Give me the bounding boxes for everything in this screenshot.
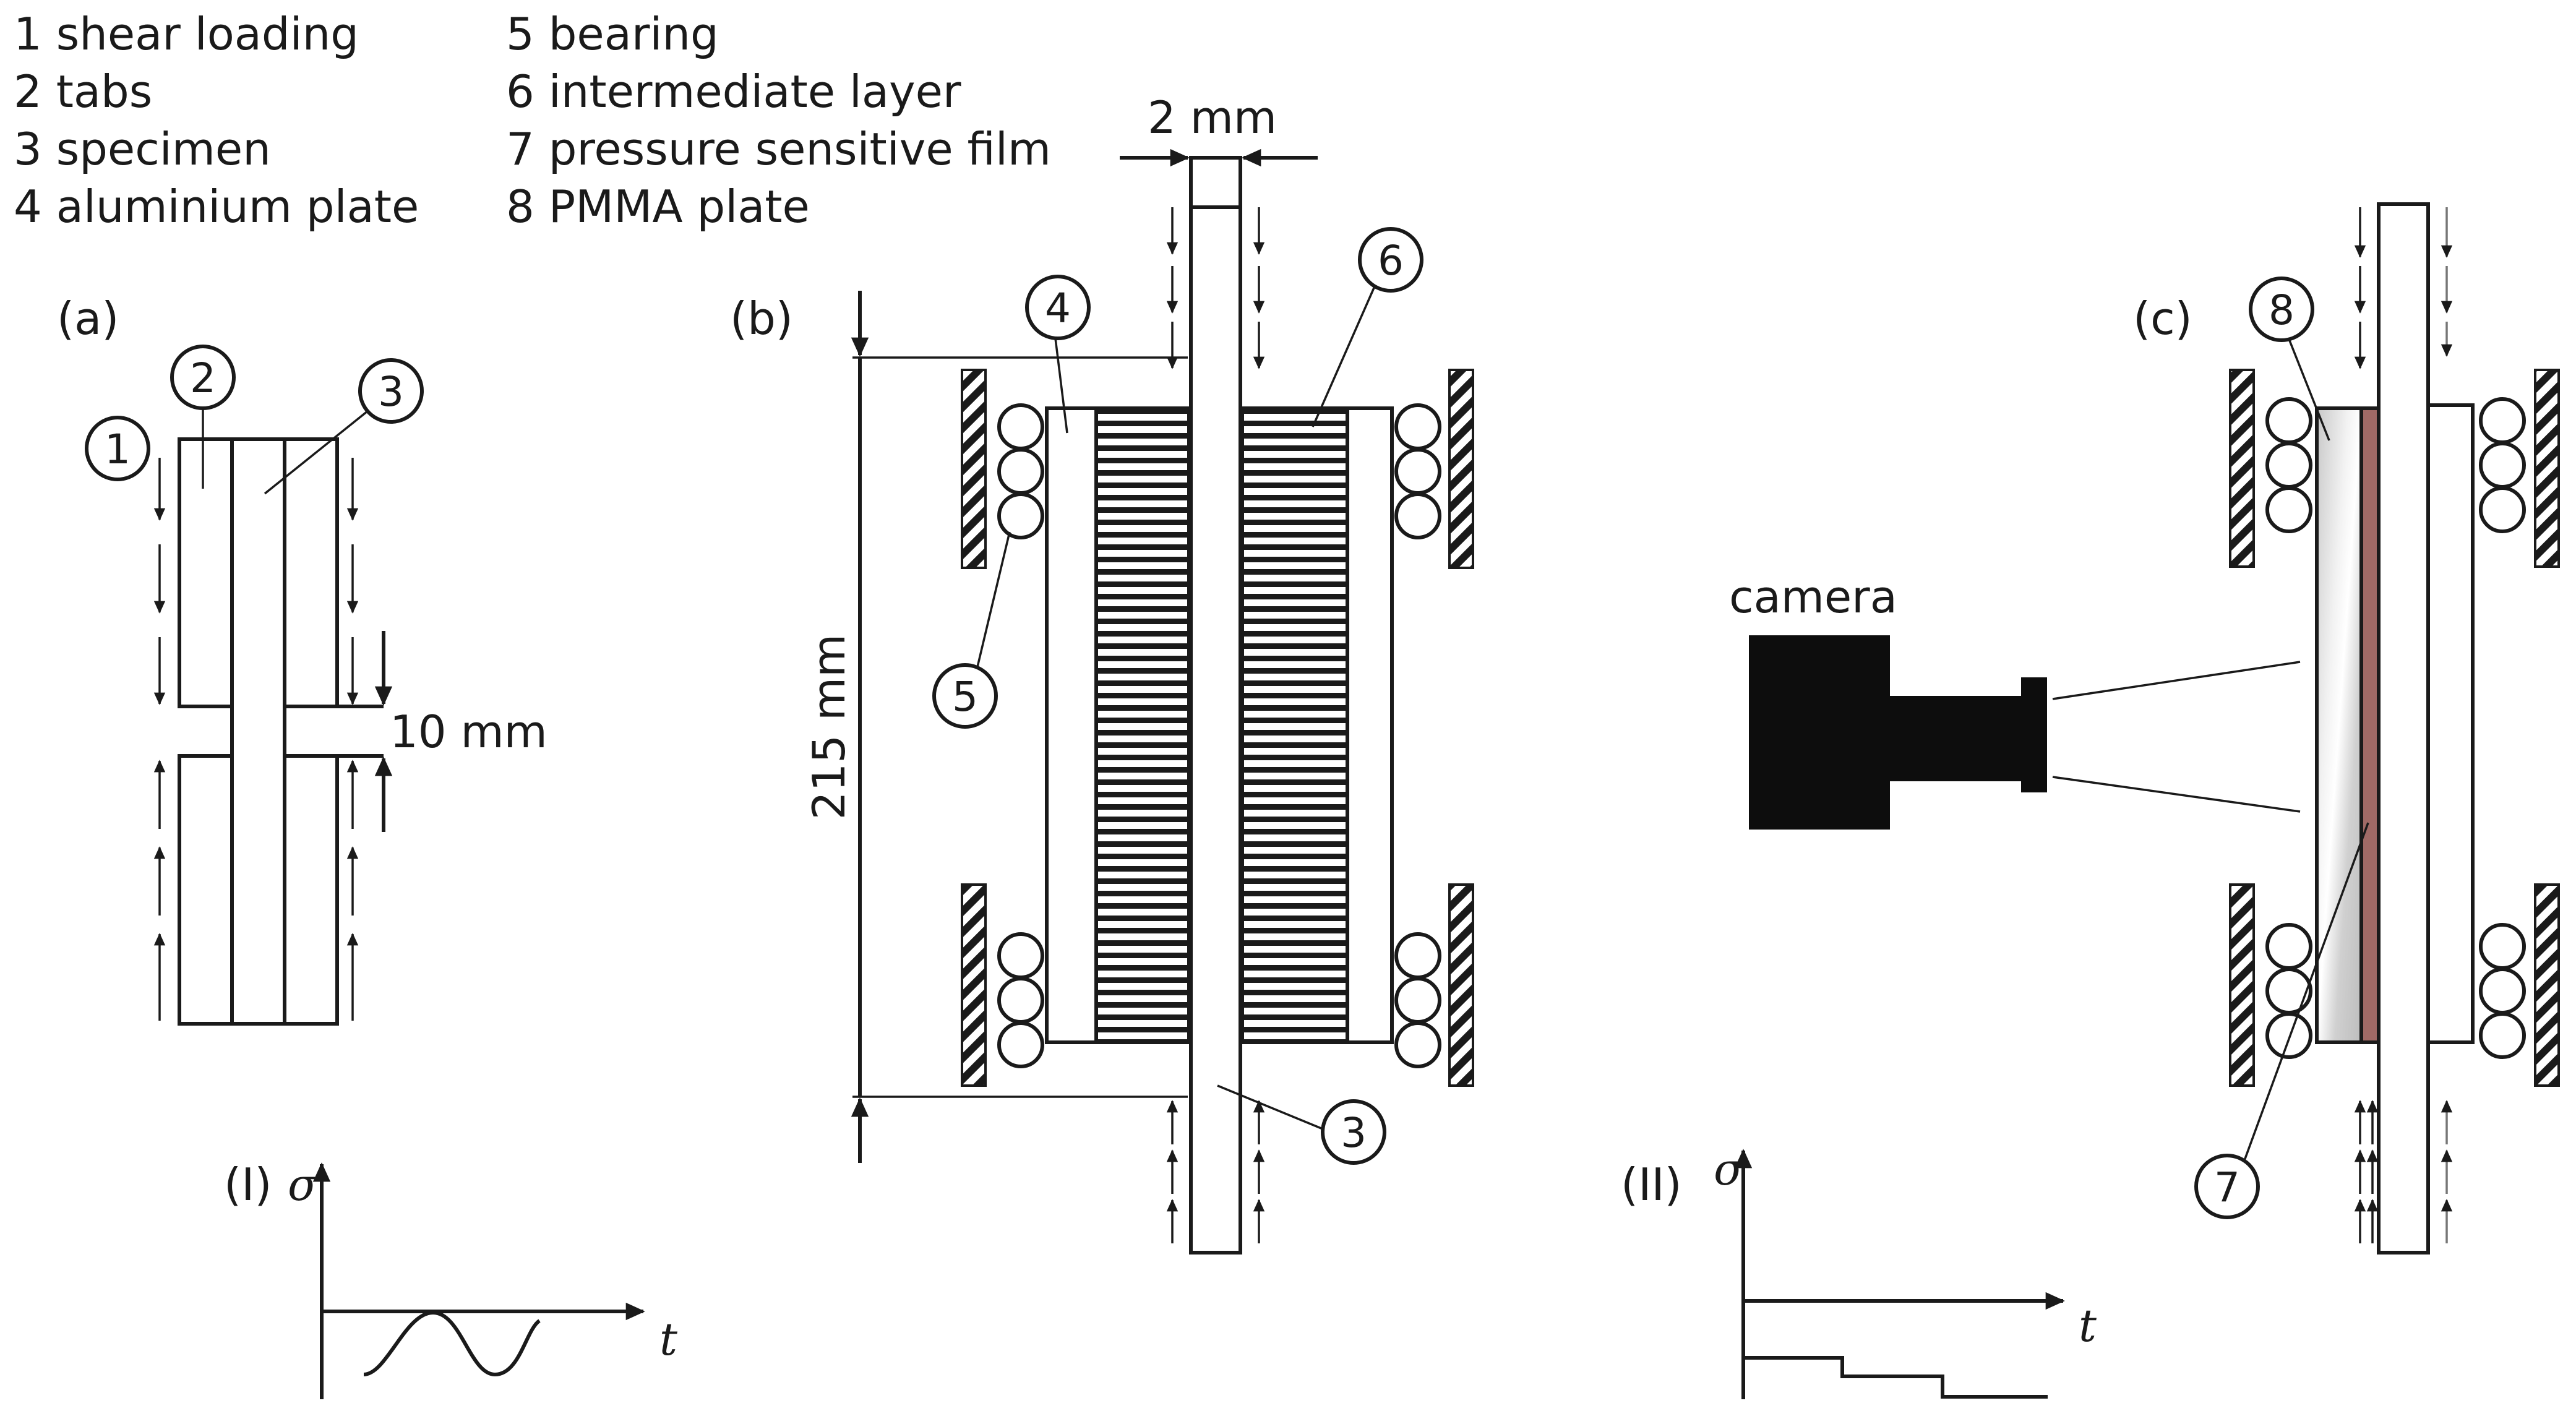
intermediate-layer-right: [1240, 406, 1349, 1044]
aluminium-plate-right: [1346, 406, 1394, 1044]
marker-6: 6: [1312, 227, 1423, 427]
shear-load-arrows: [1166, 207, 1265, 1243]
legend-item: 2 tabs: [14, 66, 152, 118]
stepwise-load-curve: [1743, 1356, 2048, 1399]
camera-label: camera: [1729, 571, 1897, 623]
legend-item: 1 shear loading: [14, 8, 359, 60]
aluminium-plate-right: [2426, 403, 2475, 1044]
panel-label: (c): [2133, 293, 2192, 345]
marker-5: 5: [932, 531, 1011, 729]
marker-label: 5: [952, 673, 978, 721]
marker-label: 6: [1378, 237, 1404, 285]
legend-item: 4 aluminium plate: [14, 181, 419, 233]
tab-lower-right: [283, 754, 339, 1026]
specimen: [2377, 202, 2430, 1254]
thickness-dimension-label: 2 mm: [1148, 92, 1277, 144]
panel-label: (a): [57, 293, 119, 345]
legend-item: 5 bearing: [506, 8, 719, 60]
legend-item: 7 pressure sensitive film: [506, 123, 1051, 175]
graph-label: (II): [1621, 1159, 1682, 1211]
marker-label: 4: [1045, 285, 1071, 332]
panel-b: (b) 2 mm: [730, 92, 1474, 1254]
marker-3: 3: [1217, 1084, 1386, 1165]
shear-load-arrows: [153, 458, 359, 1021]
tab-lower-left: [178, 754, 234, 1026]
fixed-supports: [2229, 369, 2560, 1087]
marker-2: 2: [170, 345, 236, 489]
thickness-dimension: 2 mm: [1120, 92, 1318, 167]
marker-4: 4: [1025, 275, 1091, 434]
tab-upper-left: [178, 437, 234, 708]
sinusoidal-load-curve: [363, 1310, 541, 1377]
graph-y-symbol: σ: [288, 1159, 319, 1211]
specimen: [1189, 156, 1242, 1254]
camera: camera: [1729, 571, 2301, 830]
intermediate-layer-left: [1094, 406, 1191, 1044]
marker-8: 8: [2249, 277, 2330, 441]
legend: 1 shear loading 2 tabs 3 specimen 4 alum…: [14, 8, 1051, 233]
graph-x-symbol: t: [659, 1313, 678, 1365]
legend-item: 8 PMMA plate: [506, 181, 810, 233]
marker-label: 3: [378, 368, 404, 416]
marker-label: 1: [105, 426, 131, 473]
graph-II: (II) σ t: [1621, 1143, 2097, 1399]
fixed-supports: [961, 369, 1474, 1087]
panel-c: (c): [1729, 202, 2560, 1254]
camera-body-icon: [1749, 635, 1890, 830]
marker-label: 3: [1341, 1109, 1367, 1157]
graph-label: (I): [224, 1159, 272, 1211]
graph-x-symbol: t: [2079, 1300, 2097, 1352]
marker-1: 1: [85, 416, 150, 481]
gap-dimension: 10 mm: [374, 631, 547, 832]
panel-label: (b): [730, 293, 793, 345]
aluminium-plate-left: [1045, 406, 1098, 1044]
tab-upper-right: [283, 437, 339, 708]
legend-item: 3 specimen: [14, 123, 271, 175]
bearings: [2265, 397, 2526, 1059]
marker-7: 7: [2194, 822, 2369, 1219]
specimen-gap: [232, 706, 281, 756]
height-dimension: 215 mm: [803, 291, 1188, 1163]
height-dimension-label: 215 mm: [803, 634, 855, 820]
legend-item: 6 intermediate layer: [506, 66, 961, 118]
gap-dimension-label: 10 mm: [390, 706, 547, 758]
camera-lens-ring-icon: [2021, 677, 2047, 792]
graph-y-symbol: σ: [1714, 1143, 1745, 1195]
panel-a: (a) 10 m: [57, 293, 547, 1026]
shear-load-arrows: [2354, 207, 2453, 1243]
camera-lens-icon: [1886, 696, 2025, 781]
pressure-sensitive-film: [2359, 406, 2381, 1044]
marker-3: 3: [264, 358, 424, 495]
bearings: [997, 403, 1441, 1068]
graph-I: (I) σ t: [224, 1159, 678, 1399]
marker-label: 8: [2269, 286, 2295, 334]
marker-label: 2: [190, 354, 216, 402]
marker-label: 7: [2214, 1164, 2240, 1211]
pmma-plate: [2315, 406, 2363, 1044]
